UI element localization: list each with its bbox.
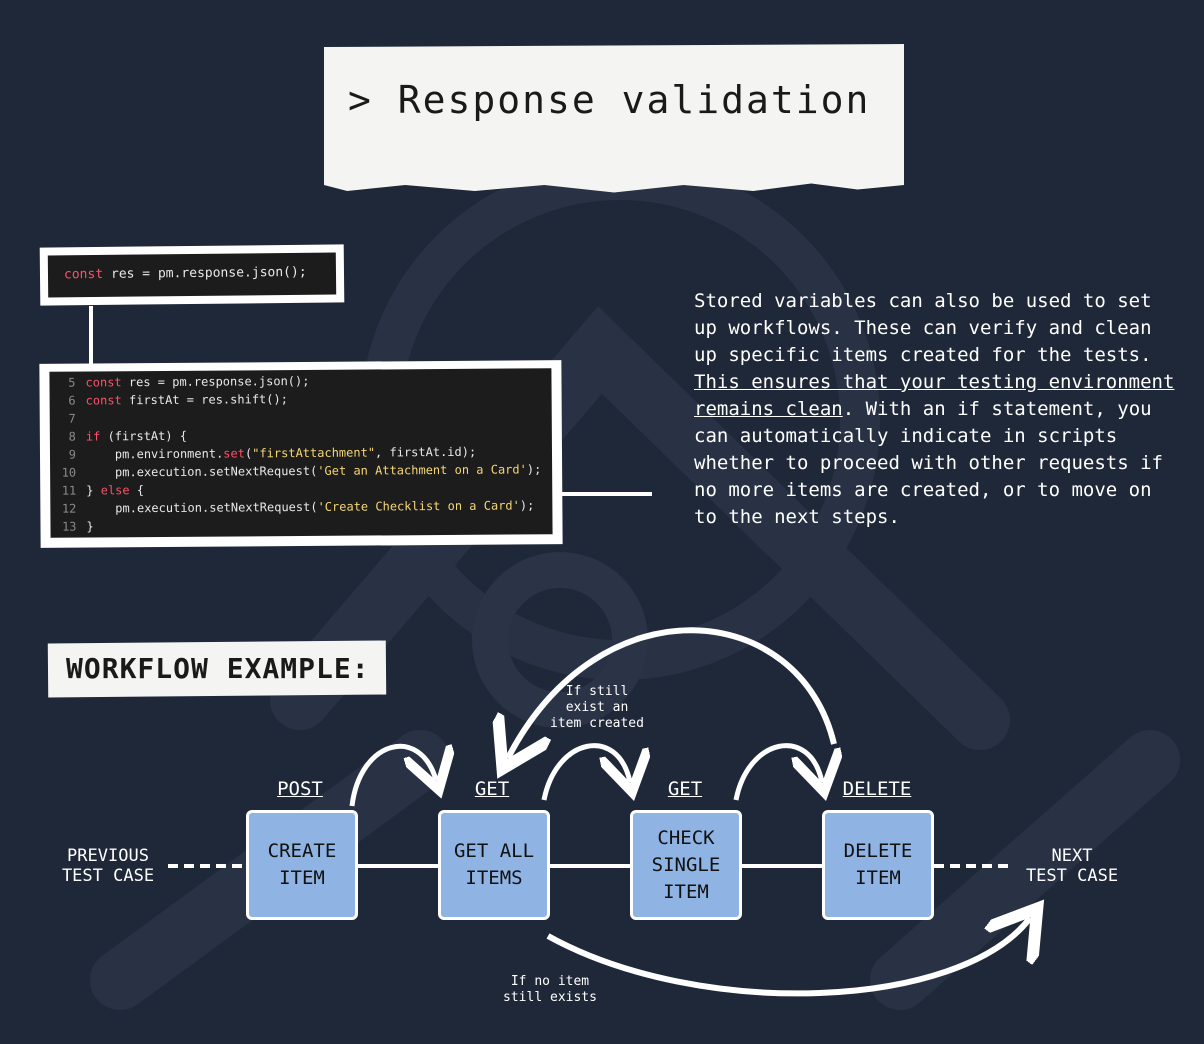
code-text: ); <box>526 462 542 477</box>
method-get: GET <box>474 778 510 800</box>
method-post: POST <box>277 778 323 800</box>
step-create-item: CREATE ITEM <box>246 810 358 920</box>
line-number: 10 <box>61 465 77 480</box>
code-text: { <box>129 483 145 498</box>
description-part: . With an if statement, you can automati… <box>694 398 1163 528</box>
code-snippet-small-body: const res = pm.response.json(); <box>47 252 337 298</box>
code-text: , firstAt.id); <box>374 444 477 460</box>
method-get: GET <box>667 778 703 800</box>
code-text: } <box>86 483 101 498</box>
method-delete: DELETE <box>842 778 912 800</box>
previous-test-case-label: PREVIOUS TEST CASE <box>61 846 155 886</box>
code-keyword: const <box>63 266 104 283</box>
code-keyword: else <box>100 483 130 498</box>
next-test-case-label: NEXT TEST CASE <box>1025 846 1119 886</box>
code-line: 13} <box>50 514 552 536</box>
workflow-label: WORKFLOW EXAMPLE: <box>66 652 370 685</box>
title-banner <box>324 44 904 193</box>
line-number: 13 <box>61 519 77 534</box>
line-number: 8 <box>68 429 76 444</box>
code-string: 'Create Checklist on a Card' <box>317 498 520 514</box>
code-string: "firstAttachment" <box>252 445 376 461</box>
code-snippet-small: const res = pm.response.json(); <box>39 244 345 306</box>
code-text: pm.execution.setNextRequest( <box>86 499 318 516</box>
line-number: 9 <box>68 447 77 462</box>
code-text: pm.execution.setNextRequest( <box>86 463 318 480</box>
note-loop-condition: If still exist an item created <box>550 684 644 731</box>
line-number: 6 <box>68 393 76 408</box>
code-text: ); <box>519 498 535 513</box>
connector-horizontal <box>560 492 652 496</box>
description-highlight: This ensures that your testing environme… <box>694 371 1175 420</box>
line-number: 7 <box>68 411 76 426</box>
line-number: 11 <box>61 483 77 498</box>
code-string: 'Get an Attachment on a Card' <box>317 462 527 478</box>
code-keyword: const <box>85 375 122 390</box>
code-text: pm.environment. <box>85 446 224 462</box>
description-text: Stored variables can also be used to set… <box>694 288 1184 531</box>
step-get-all-items: GET ALL ITEMS <box>438 810 550 920</box>
code-function: set <box>223 446 246 461</box>
step-delete-item: DELETE ITEM <box>822 810 934 920</box>
page-title: > Response validation <box>348 78 871 122</box>
line-number: 12 <box>61 501 77 516</box>
code-text: } <box>86 519 94 534</box>
code-text: firstAt = res.shift(); <box>121 392 288 408</box>
code-text: res = pm.response.json(); <box>103 264 307 282</box>
code-keyword: if <box>85 429 101 444</box>
note-exit-condition: If no item still exists <box>503 974 597 1005</box>
description-part: Stored variables can also be used to set… <box>694 290 1152 366</box>
code-keyword: const <box>85 393 122 408</box>
code-text: res = pm.response.json(); <box>121 373 310 390</box>
code-text: (firstAt) { <box>100 428 188 444</box>
step-check-single-item: CHECK SINGLE ITEM <box>630 810 742 920</box>
line-number: 5 <box>68 375 76 390</box>
connector-vertical <box>89 306 93 366</box>
